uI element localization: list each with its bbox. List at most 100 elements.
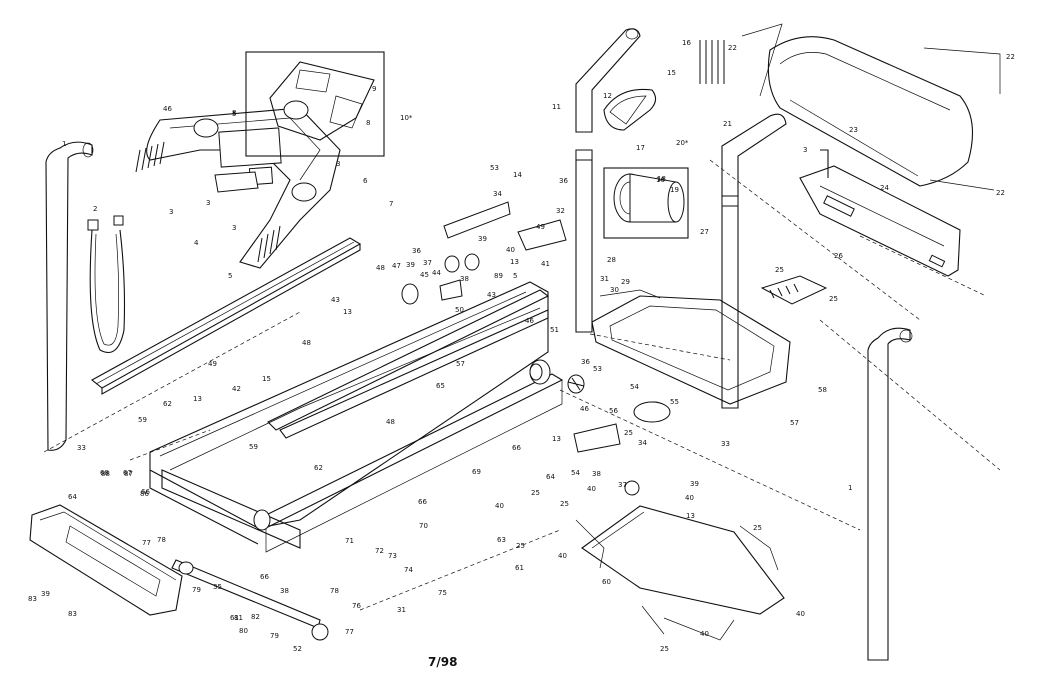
callout-30: 30 xyxy=(610,286,619,294)
callout-5: 5 xyxy=(228,272,232,280)
callout-86: 86 xyxy=(140,490,149,498)
front-upright-right xyxy=(721,113,787,409)
callout-25: 25 xyxy=(624,429,633,437)
callout-36: 36 xyxy=(412,247,421,255)
callout-77: 77 xyxy=(142,539,151,547)
front-upright-left xyxy=(575,28,641,333)
callout-3: 3 xyxy=(803,146,807,154)
callout-37: 37 xyxy=(618,481,627,489)
callout-7: 7 xyxy=(389,200,393,208)
callout-51: 51 xyxy=(550,326,559,334)
callout-45: 45 xyxy=(420,271,429,279)
motor-pulley xyxy=(401,253,480,305)
callout-38: 38 xyxy=(460,275,469,283)
callout-33: 33 xyxy=(77,444,86,452)
callout-15: 15 xyxy=(667,69,676,77)
callout-35: 35 xyxy=(213,583,222,591)
callout-73: 73 xyxy=(388,552,397,560)
callout-66: 66 xyxy=(141,488,150,496)
callout-32: 32 xyxy=(556,207,565,215)
wire-ties xyxy=(699,40,725,84)
callout-4: 4 xyxy=(194,239,199,247)
callout-25: 25 xyxy=(753,524,762,532)
callout-38: 38 xyxy=(592,470,601,478)
callout-11: 11 xyxy=(552,103,561,111)
callout-3: 3 xyxy=(336,160,340,168)
callout-76: 76 xyxy=(352,602,361,610)
callout-50: 50 xyxy=(455,306,464,314)
callout-69: 69 xyxy=(472,468,481,476)
callout-74: 74 xyxy=(404,566,413,574)
callout-46: 46 xyxy=(525,317,534,325)
treadmill-frame xyxy=(149,281,564,553)
callout-79: 79 xyxy=(192,586,201,594)
callout-14: 14 xyxy=(513,171,522,179)
callout-47: 47 xyxy=(392,262,401,270)
callout-78: 78 xyxy=(157,536,166,544)
callout-52: 52 xyxy=(293,645,302,653)
callout-36: 36 xyxy=(581,358,590,366)
front-roller xyxy=(529,359,551,385)
motor-base xyxy=(591,289,791,405)
callout-60: 60 xyxy=(602,578,611,586)
callout-24: 24 xyxy=(880,184,889,192)
callout-13: 13 xyxy=(343,308,352,316)
callout-83: 83 xyxy=(68,610,77,618)
callout-25: 25 xyxy=(775,266,784,274)
callout-3: 3 xyxy=(169,208,173,216)
callout-25: 25 xyxy=(560,500,569,508)
callout-25: 25 xyxy=(516,542,525,550)
console-detail-inset xyxy=(245,51,385,157)
callout-72: 72 xyxy=(375,547,384,555)
base-cover-plate xyxy=(581,505,785,615)
callout-83: 83 xyxy=(28,595,37,603)
callout-39: 39 xyxy=(41,590,50,598)
callout-87: 87 xyxy=(124,470,133,478)
callout-42: 42 xyxy=(232,385,241,393)
callout-27: 27 xyxy=(700,228,709,236)
callout-88: 88 xyxy=(101,470,110,478)
callout-81: 81 xyxy=(234,614,243,622)
callout-37: 37 xyxy=(423,259,432,267)
callout-8: 8 xyxy=(366,119,370,127)
callout-29: 29 xyxy=(621,278,630,286)
callout-53: 53 xyxy=(593,365,602,373)
callout-46: 46 xyxy=(580,405,589,413)
callout-34: 34 xyxy=(493,190,502,198)
left-upright-tube xyxy=(45,141,94,451)
callout-58: 58 xyxy=(818,386,827,394)
callout-31: 31 xyxy=(397,606,406,614)
callout-13: 13 xyxy=(552,435,561,443)
callout-26: 26 xyxy=(834,252,843,260)
callout-40: 40 xyxy=(685,494,694,502)
date-code: 7/98 xyxy=(428,655,457,669)
callout-16: 16 xyxy=(656,176,665,184)
callout-48: 48 xyxy=(376,264,385,272)
callout-28: 28 xyxy=(607,256,616,264)
callout-79: 79 xyxy=(270,632,279,640)
callout-5: 5 xyxy=(232,110,236,118)
flywheel-spring xyxy=(567,374,585,394)
callout-2: 2 xyxy=(93,205,97,213)
callout-40: 40 xyxy=(558,552,567,560)
safety-strap xyxy=(87,215,126,354)
callout-61: 61 xyxy=(230,614,239,622)
callout-78: 78 xyxy=(330,587,339,595)
left-side-rail xyxy=(91,237,362,395)
callout-46: 46 xyxy=(163,105,172,113)
callout-66: 66 xyxy=(418,498,427,506)
rear-end-cap xyxy=(29,504,183,616)
callout-34: 34 xyxy=(638,439,647,447)
callout-13: 13 xyxy=(510,258,519,266)
callout-63: 63 xyxy=(497,536,506,544)
callout-3: 3 xyxy=(232,224,236,232)
callout-31: 31 xyxy=(600,275,609,283)
callout-77: 77 xyxy=(345,628,354,636)
callout-15: 15 xyxy=(262,375,271,383)
callout-48: 48 xyxy=(386,418,395,426)
callout-17: 17 xyxy=(636,144,645,152)
drive-belt xyxy=(603,88,657,131)
callout-23: 23 xyxy=(849,126,858,134)
callout-labels: 1 1 2 3 3 3 3 3 4 5 5 5 6 7 8 8 9 10* 11… xyxy=(28,39,1015,653)
